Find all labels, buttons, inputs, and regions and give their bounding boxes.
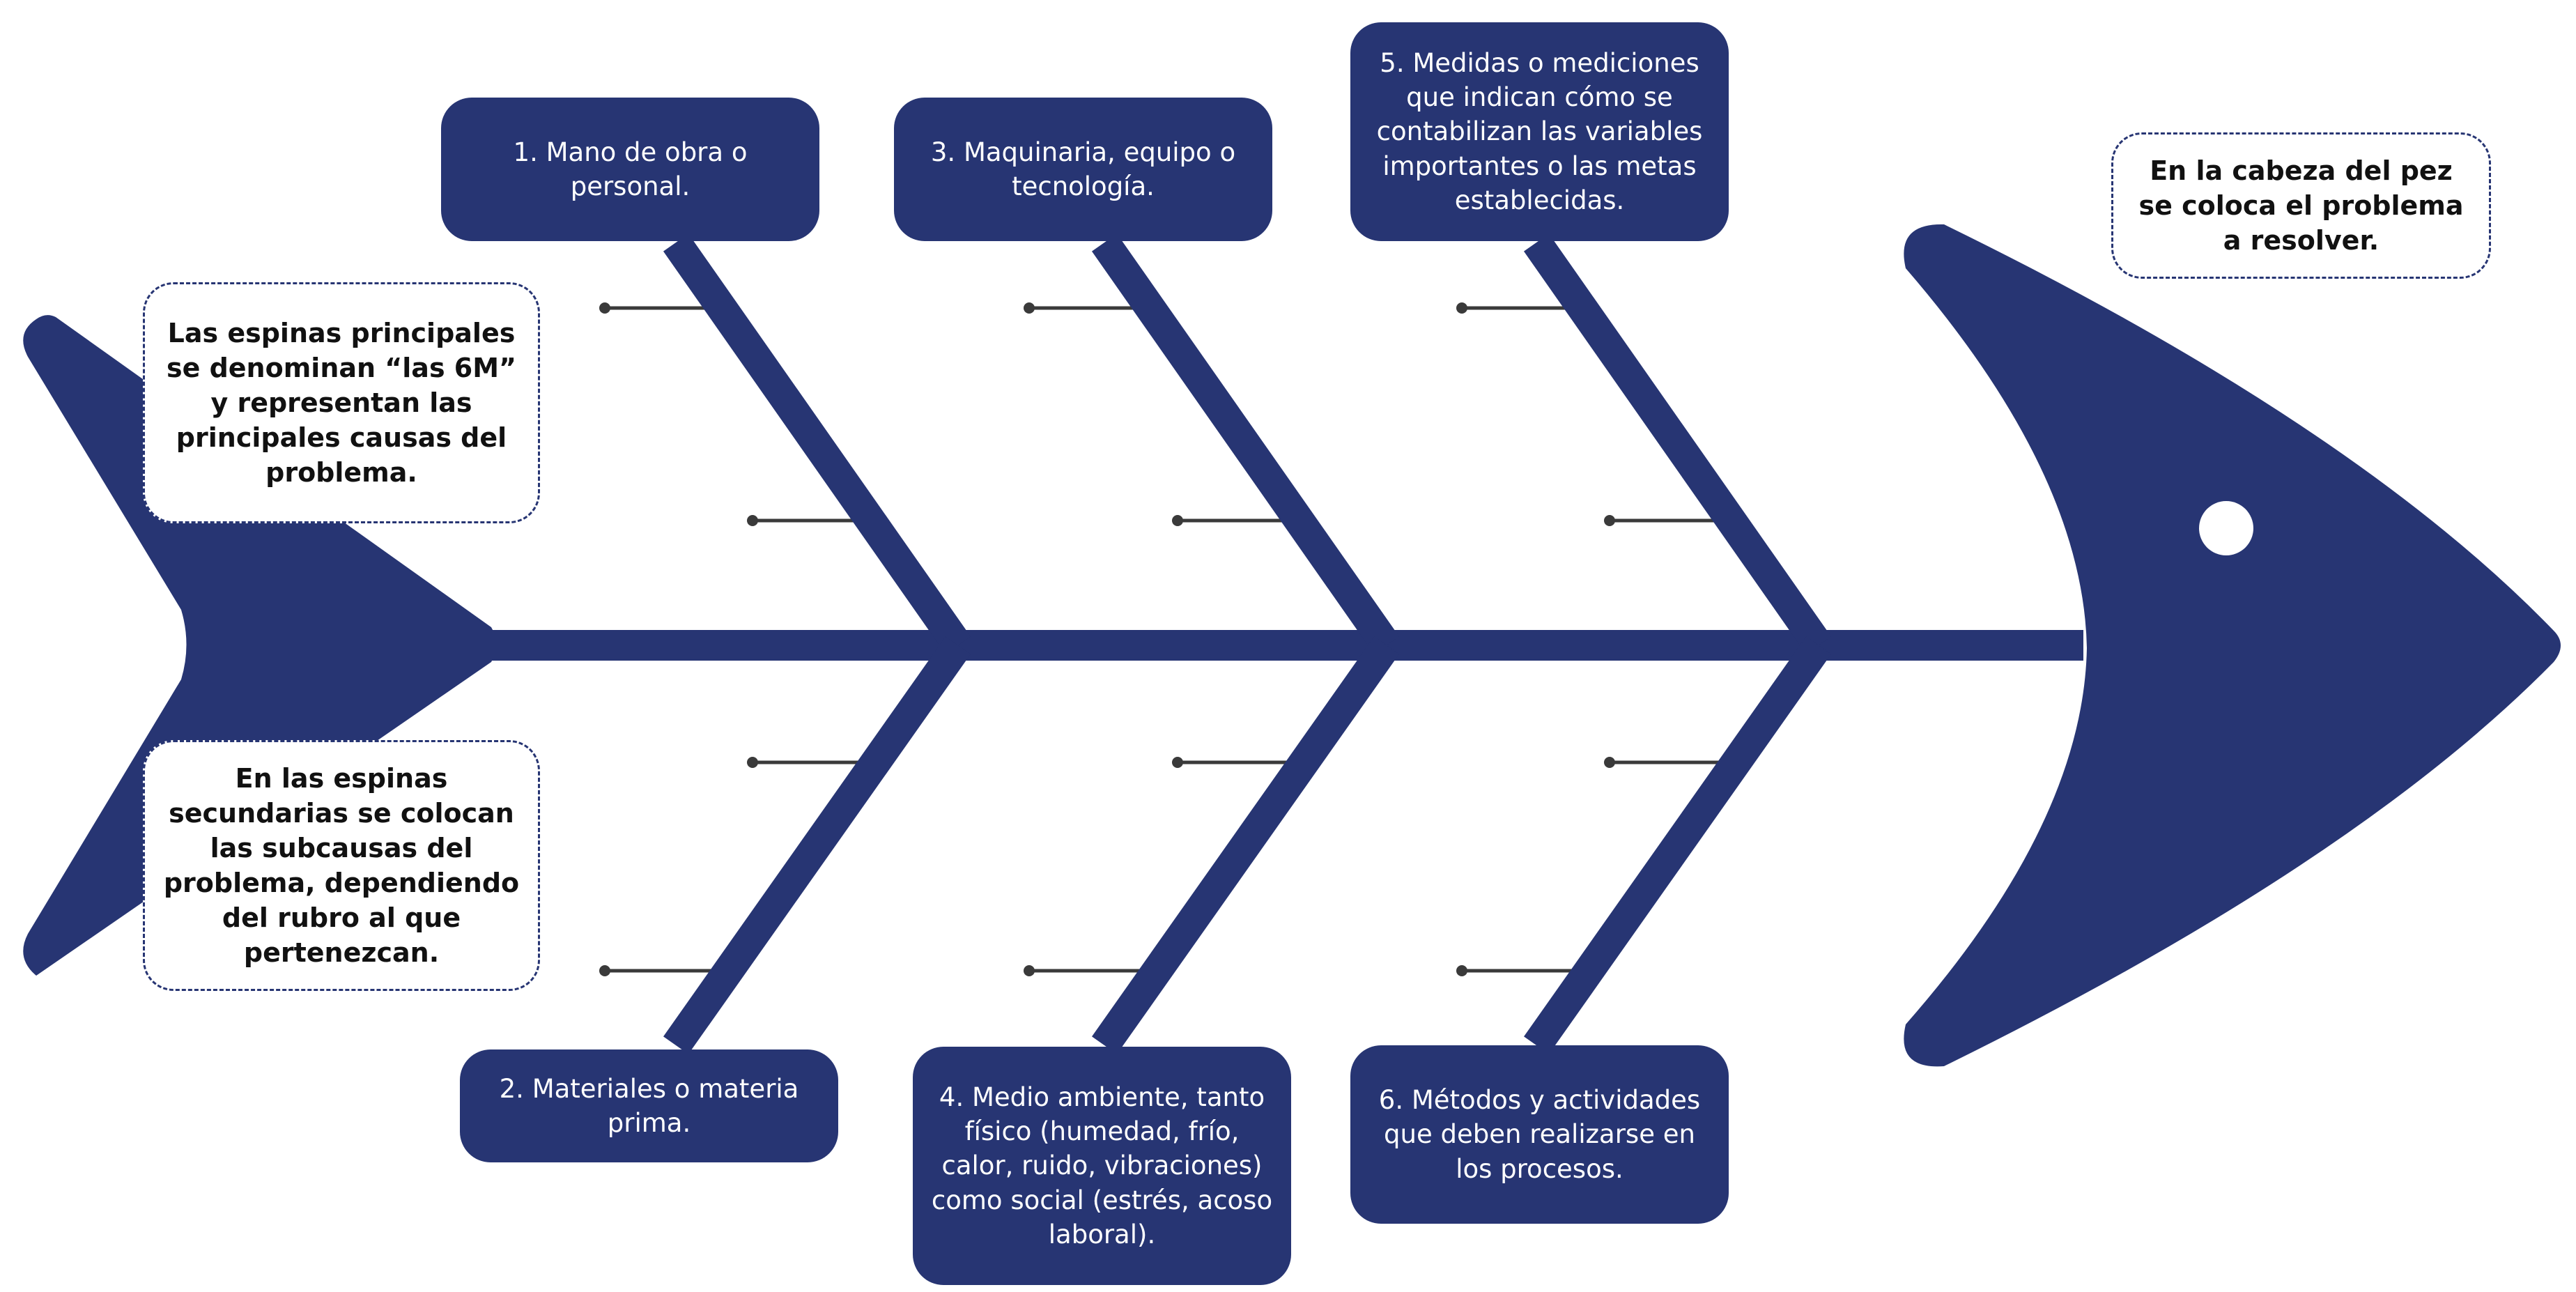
- secondary-spine-dot-5: [1024, 302, 1035, 314]
- secondary-spine-dot-6: [1172, 515, 1183, 526]
- main-spine-upper-3: [1523, 233, 1832, 654]
- main-spine-lower-1: [663, 636, 971, 1054]
- fish-eye-icon: [2199, 501, 2253, 555]
- secondary-spine-dot-8: [1024, 965, 1035, 976]
- cause-box-1: 1. Mano de obra o personal.: [441, 98, 819, 241]
- cause-box-2: 2. Materiales o materia prima.: [460, 1049, 838, 1162]
- secondary-spine-dot-7: [1172, 757, 1183, 768]
- fish-tail-icon: [23, 315, 497, 976]
- secondary-spine-dot-9: [1456, 302, 1467, 314]
- main-spine-upper-1: [663, 233, 971, 654]
- fish-head-icon: [1904, 224, 2561, 1067]
- note-head: En la cabeza del pez se coloca el proble…: [2111, 132, 2491, 279]
- secondary-spine-dot-10: [1604, 515, 1615, 526]
- secondary-spine-dot-1: [599, 302, 610, 314]
- cause-box-6: 6. Métodos y actividades que deben reali…: [1350, 1045, 1729, 1224]
- secondary-spine-dot-3: [747, 757, 758, 768]
- secondary-spine-dot-11: [1604, 757, 1615, 768]
- main-spine-upper-2: [1091, 233, 1400, 654]
- main-spine-lower-3: [1524, 636, 1831, 1054]
- cause-box-3: 3. Maquinaria, equipo o tecnología.: [894, 98, 1272, 241]
- cause-box-5: 5. Medidas o mediciones que indican cómo…: [1350, 22, 1729, 241]
- secondary-spine-dot-12: [1456, 965, 1467, 976]
- main-spine-lower-2: [1092, 636, 1399, 1054]
- fish-spine: [481, 630, 2083, 661]
- secondary-spine-dot-2: [747, 515, 758, 526]
- note-secondary-spines: En las espinas secundarias se colocan la…: [143, 740, 540, 991]
- main-spines: [663, 233, 1832, 1054]
- note-main-spines: Las espinas principales se denominan “la…: [143, 282, 540, 523]
- cause-box-4: 4. Medio ambiente, tanto físico (humedad…: [913, 1047, 1291, 1285]
- secondary-spine-dot-4: [599, 965, 610, 976]
